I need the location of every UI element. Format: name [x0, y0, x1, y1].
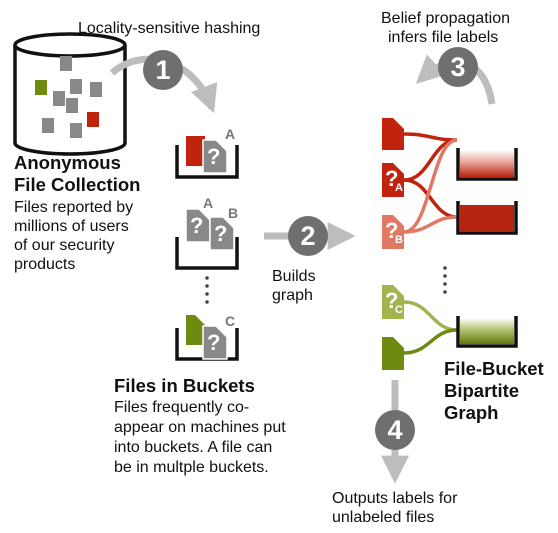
graph-file-olive-known	[382, 337, 404, 370]
step-3-label-line-1: Belief propagation	[381, 10, 510, 27]
collection-title-line-1: Anonymous	[14, 152, 121, 173]
collection-desc-line-3: of our security	[14, 237, 115, 254]
buckets-desc-line-4: be in multple buckets.	[114, 459, 269, 476]
collection-file-icons	[35, 56, 102, 138]
bucket-ellipsis	[205, 276, 209, 304]
bucket-2-unknown-mark-b: ?	[214, 221, 228, 246]
buckets-desc-line-2: appear on machines put	[114, 419, 286, 436]
graph-title-line-2: Bipartite	[444, 380, 520, 401]
step-4-label-line-2: unlabeled files	[332, 509, 435, 526]
collection-desc-line-2: millions of users	[14, 218, 129, 235]
graph-file-b-letter: B	[395, 234, 403, 246]
graph-file-b	[382, 215, 404, 249]
step-4-circle	[375, 410, 415, 450]
step-4-number: 4	[387, 415, 403, 445]
bucket-1	[175, 136, 239, 179]
bucket-2-file-b	[209, 216, 235, 251]
file-collection-database	[13, 32, 127, 156]
bucket-2-unknown-mark-a: ?	[190, 213, 204, 238]
bucket-2-letter-a: A	[203, 195, 214, 211]
graph-ellipsis	[443, 266, 447, 294]
bucket-1-file-a	[202, 139, 228, 174]
step-2-number: 2	[300, 221, 316, 251]
graph-bucket-2	[456, 201, 518, 235]
step-1-number: 1	[155, 55, 171, 85]
bucket-3	[175, 315, 239, 361]
step-3-circle	[438, 47, 478, 87]
step-1-circle	[143, 50, 183, 90]
graph-bucket-1	[456, 148, 518, 181]
graph-file-a-letter: A	[395, 182, 403, 194]
graph-file-c-letter: C	[395, 304, 403, 316]
collection-desc-line-4: products	[14, 256, 76, 273]
bucket-3-letter-c: C	[225, 313, 236, 329]
step-3-label-line-2: infers file labels	[388, 29, 499, 46]
buckets-title: Files in Buckets	[114, 375, 255, 396]
bucket-1-unknown-mark: ?	[207, 144, 221, 169]
graph-title-line-1: File-Bucket	[444, 358, 544, 379]
bucket-2-file-a	[185, 208, 211, 243]
graph-file-c	[382, 285, 404, 319]
step-2-label-line-1: Builds	[272, 268, 316, 285]
collection-desc-line-1: Files reported by	[14, 199, 134, 216]
graph-file-a-unknown-mark: ?	[385, 166, 399, 191]
collection-title-line-2: File Collection	[14, 174, 141, 195]
step-2-label-line-2: graph	[272, 287, 313, 304]
buckets-desc-line-3: into buckets. A file can	[114, 439, 273, 456]
step-4-label-line-1: Outputs labels for	[332, 490, 458, 507]
graph-title-line-3: Graph	[444, 402, 499, 423]
bucket-2-letter-b: B	[228, 205, 239, 221]
step-1-label: Locality-sensitive hashing	[78, 20, 261, 37]
bucket-3-file-c	[202, 325, 228, 360]
graph-edges	[403, 132, 458, 355]
step-2-circle	[288, 216, 328, 256]
graph-file-a	[382, 163, 404, 197]
graph-bucket-3	[456, 316, 518, 348]
buckets-desc-line-1: Files frequently co-	[114, 399, 250, 416]
graph-file-b-unknown-mark: ?	[385, 218, 399, 243]
bucket-2	[175, 208, 239, 270]
step-3-number: 3	[450, 52, 466, 82]
bucket-3-unknown-mark-c: ?	[207, 330, 221, 355]
graph-file-red-known	[382, 118, 404, 150]
bucket-3-file-olive	[186, 315, 205, 345]
graph-file-c-unknown-mark: ?	[385, 288, 399, 313]
bucket-1-letter-a: A	[225, 126, 236, 142]
